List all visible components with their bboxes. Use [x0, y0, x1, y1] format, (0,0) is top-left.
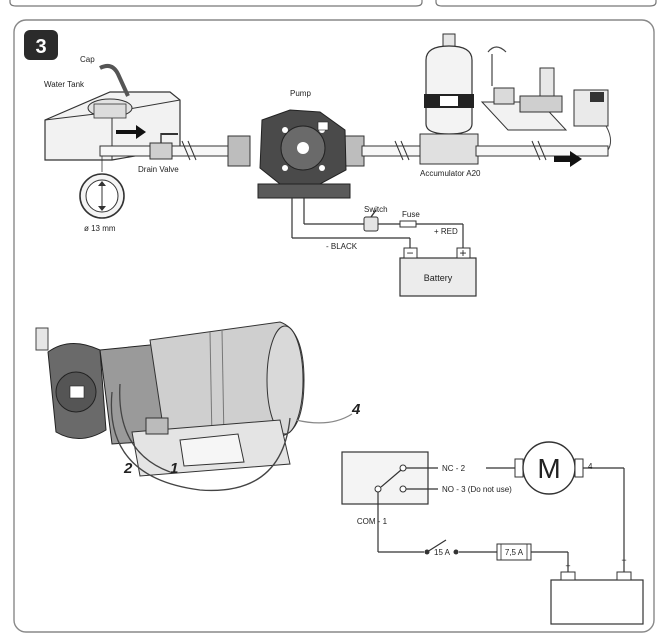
label-fuse: Fuse — [402, 210, 420, 219]
motor-label: M — [537, 453, 560, 484]
label-red: + RED — [434, 227, 458, 236]
switch-15a-lever — [426, 539, 447, 553]
battery-minus-sign: − — [406, 246, 413, 260]
step-badge — [24, 30, 58, 60]
schematic-battery-plus-post — [560, 571, 576, 581]
label-switch-rating: 15 A — [434, 548, 451, 557]
pump-base — [257, 183, 351, 199]
callout-1: 1 — [170, 460, 178, 477]
motor-terminal-left — [514, 458, 524, 478]
contact-com — [374, 485, 382, 493]
label-com: COM - 1 — [357, 517, 388, 526]
label-switch: Switch — [364, 205, 388, 214]
label-nc: NC - 2 — [442, 464, 466, 473]
label-terminal-4: 4 — [588, 462, 593, 471]
tank-cap-hose — [99, 64, 130, 97]
label-cap: Cap — [80, 55, 95, 64]
pump-drawing — [35, 321, 305, 477]
battery — [399, 257, 477, 297]
label-pump: Pump — [290, 89, 311, 98]
label-accumulator: Accumulator A20 — [420, 169, 481, 178]
pump-power-cable — [295, 413, 353, 424]
switch-contact-b — [453, 549, 459, 555]
previous-panel-edge-right — [435, 0, 657, 7]
schematic-battery — [550, 579, 644, 625]
label-black: - BLACK — [326, 242, 358, 251]
schematic-battery-minus-post — [616, 571, 632, 581]
accumulator — [419, 33, 479, 165]
pipe-diameter-detail — [79, 156, 125, 219]
drain-valve — [149, 133, 178, 160]
previous-panel-edge-left — [9, 0, 423, 7]
pipe-between — [361, 145, 423, 157]
label-water-tank: Water Tank — [44, 80, 85, 89]
contact-no — [399, 485, 407, 493]
inline-fuse — [399, 220, 417, 228]
pump-wire-loop — [110, 391, 291, 492]
label-drain-valve: Drain Valve — [138, 165, 179, 174]
schematic-battery-minus: − — [621, 555, 626, 565]
inline-switch — [363, 216, 379, 232]
tank-fill-arrow — [116, 125, 146, 139]
battery-terminal-minus — [403, 247, 418, 259]
mounting-bracket — [480, 46, 612, 151]
label-no: NO - 3 (Do not use) — [442, 485, 512, 494]
pressure-switch-box — [341, 451, 429, 505]
panel-frame — [13, 19, 655, 633]
outlet-flow-arrow — [554, 151, 582, 167]
callout-4: 4 — [351, 401, 361, 418]
label-battery: Battery — [424, 273, 453, 283]
step-number: 3 — [35, 36, 46, 58]
battery-terminal-plus — [456, 247, 471, 259]
motor-terminal-right — [574, 458, 584, 478]
battery-plus-sign: + — [459, 246, 466, 260]
pump-inlet-fitting — [227, 135, 251, 167]
water-tank — [44, 91, 181, 161]
pump-wire-lead — [119, 383, 171, 473]
label-diameter: ø 13 mm — [84, 224, 116, 233]
label-fuse-rating: 7,5 A — [505, 548, 524, 557]
schematic-battery-plus: + — [565, 561, 570, 571]
pump-head — [259, 109, 347, 185]
callout-2: 2 — [123, 460, 133, 477]
